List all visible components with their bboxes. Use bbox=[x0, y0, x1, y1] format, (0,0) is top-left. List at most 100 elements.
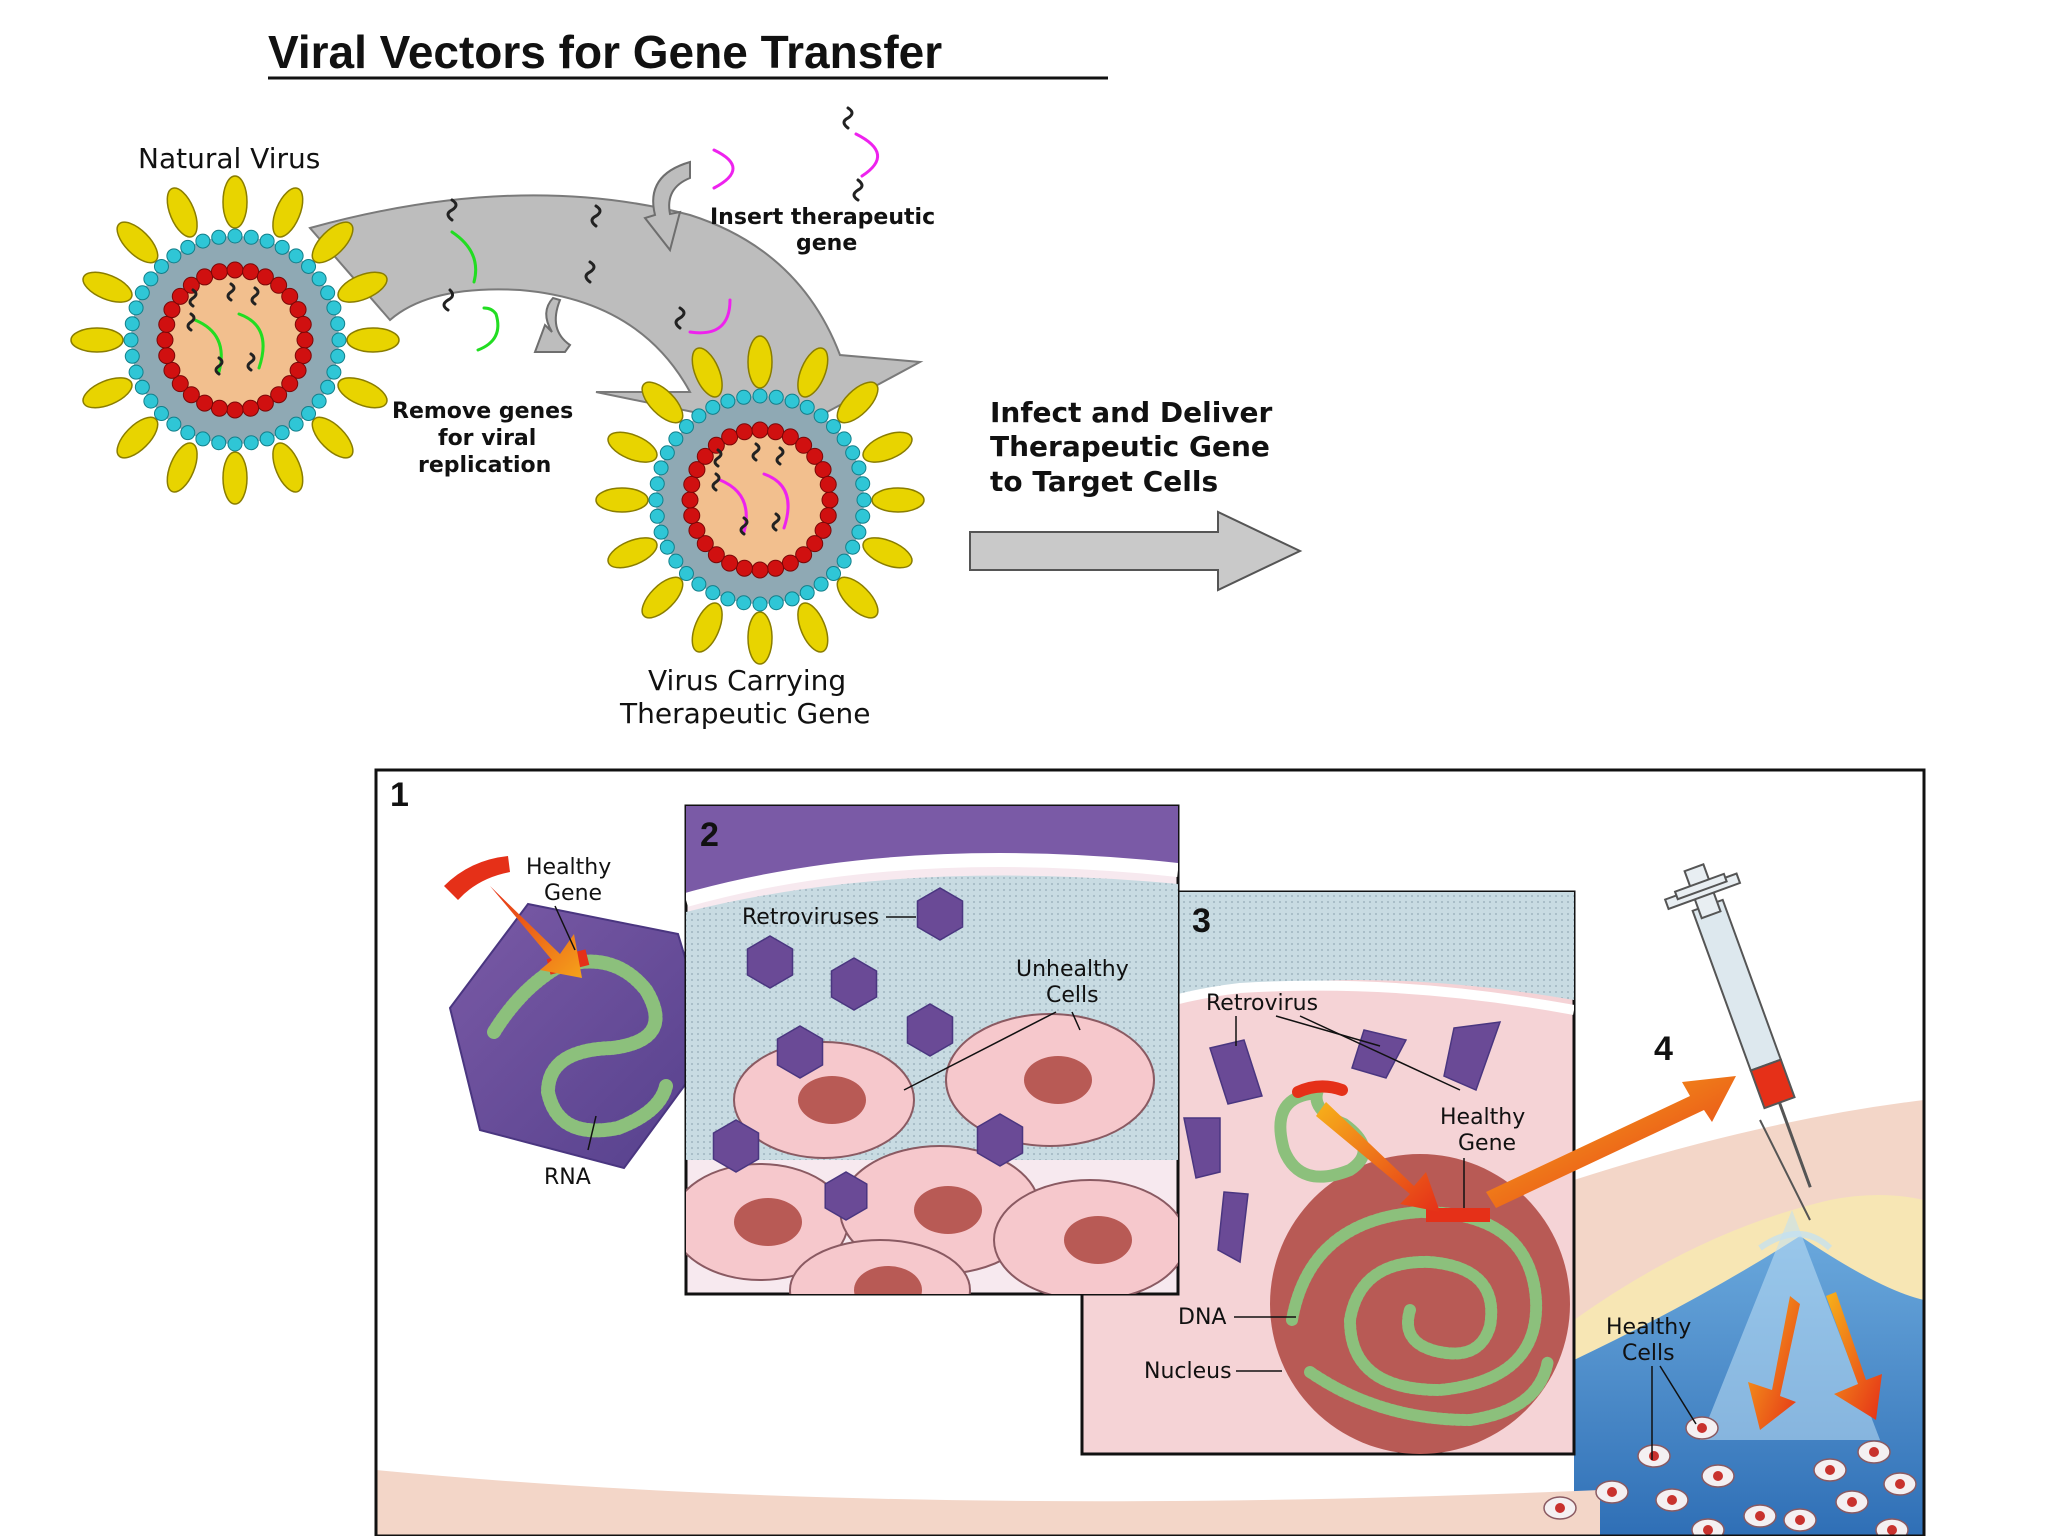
spike-icon bbox=[82, 377, 133, 409]
inject-arrow-left-icon bbox=[1748, 1296, 1800, 1430]
envelope-bead bbox=[705, 585, 721, 601]
retrovirus-icon bbox=[712, 1119, 760, 1173]
envelope-bead bbox=[128, 364, 144, 380]
viral-gene-icon bbox=[762, 472, 790, 530]
envelope-bead bbox=[826, 418, 842, 434]
envelope-bead bbox=[736, 389, 752, 405]
envelope-bead bbox=[678, 418, 694, 434]
gene-therapy-illustration bbox=[376, 770, 1924, 1536]
cell-nucleus bbox=[914, 1186, 982, 1234]
envelope-bead bbox=[259, 233, 275, 249]
capsid-bead bbox=[163, 301, 181, 319]
envelope-bead bbox=[124, 316, 140, 332]
envelope-bead bbox=[143, 393, 159, 409]
infect-deliver-label-3: to Target Cells bbox=[990, 465, 1218, 498]
envelope-bead bbox=[123, 332, 139, 348]
cell-nucleus bbox=[1795, 1515, 1805, 1525]
capsid-bead bbox=[296, 331, 314, 349]
retrovirus-label: Retrovirus bbox=[1206, 991, 1318, 1016]
cell-nucleus bbox=[1847, 1497, 1857, 1507]
remove-genes-label-2: for viral bbox=[438, 426, 536, 451]
capsid-bead bbox=[681, 491, 699, 509]
envelope-bead bbox=[691, 576, 707, 592]
cell-nucleus bbox=[1755, 1511, 1765, 1521]
capsid-bead bbox=[751, 421, 769, 439]
spike-icon bbox=[337, 271, 388, 303]
cell-nucleus bbox=[1607, 1487, 1617, 1497]
spike-icon bbox=[116, 416, 159, 459]
envelope-bead bbox=[331, 332, 347, 348]
gene-fragment-icon bbox=[250, 286, 260, 306]
envelope-bead bbox=[195, 233, 211, 249]
envelope-bead bbox=[653, 460, 669, 476]
panel-1-frame bbox=[374, 768, 1926, 1536]
envelope-bead bbox=[720, 393, 736, 409]
panel-2-number: 2 bbox=[700, 816, 719, 854]
envelope-bead bbox=[649, 476, 665, 492]
cell-nucleus bbox=[1825, 1465, 1835, 1475]
envelope-bead bbox=[659, 539, 675, 555]
spike-icon bbox=[346, 327, 400, 353]
gene-fragment-icon bbox=[186, 312, 196, 332]
capsid-bead bbox=[242, 399, 260, 417]
therapeutic-gene-icon bbox=[688, 298, 732, 335]
envelope-bead bbox=[845, 445, 861, 461]
envelope-bead bbox=[836, 431, 852, 447]
envelope-bead bbox=[211, 229, 227, 245]
envelope-bead bbox=[326, 300, 342, 316]
cell-nucleus bbox=[798, 1076, 866, 1124]
envelope-bead bbox=[134, 379, 150, 395]
viral-core bbox=[690, 430, 830, 570]
healthy-cells-label: Healthy bbox=[1606, 1315, 1691, 1340]
retrovirus-icon bbox=[830, 957, 878, 1011]
envelope-bead bbox=[653, 524, 669, 540]
panel-2 bbox=[684, 804, 1180, 1296]
capsid-bead bbox=[281, 375, 299, 393]
envelope-bead bbox=[784, 591, 800, 607]
capsid-bead bbox=[806, 447, 824, 465]
cell-nucleus bbox=[1024, 1056, 1092, 1104]
envelope-bead bbox=[855, 476, 871, 492]
spike-icon bbox=[691, 347, 723, 398]
envelope-bead bbox=[784, 393, 800, 409]
insert-arrow-icon bbox=[643, 160, 691, 253]
envelope-bead bbox=[836, 553, 852, 569]
envelope-bead bbox=[736, 595, 752, 611]
capsid-bead bbox=[781, 554, 799, 572]
gene-fragment-icon bbox=[590, 204, 602, 228]
gene-fragment-icon bbox=[842, 106, 854, 130]
gene-fragment-icon bbox=[711, 472, 721, 492]
page-title: Viral Vectors for Gene Transfer bbox=[268, 26, 942, 78]
capsid-bead bbox=[226, 261, 244, 279]
envelope-bead bbox=[856, 492, 872, 508]
cell-nucleus bbox=[1703, 1525, 1713, 1535]
cell-nucleus bbox=[1555, 1503, 1565, 1513]
capsid-bead bbox=[735, 559, 753, 577]
capsid-bead bbox=[158, 347, 176, 365]
capsid-bead bbox=[721, 428, 739, 446]
healthy-gene-in-dna bbox=[1426, 1208, 1490, 1222]
capsid-bead bbox=[781, 428, 799, 446]
remove-genes-label: Remove genes bbox=[392, 399, 573, 424]
cell-nucleus bbox=[1869, 1447, 1879, 1457]
spike-icon bbox=[337, 377, 388, 409]
spike-icon bbox=[607, 537, 658, 569]
spike-icon bbox=[797, 602, 829, 653]
insert-arrow-orange-icon bbox=[1316, 1102, 1440, 1212]
envelope-bead bbox=[320, 379, 336, 395]
spike-icon bbox=[797, 347, 829, 398]
deliver-arrow-icon bbox=[969, 510, 1303, 592]
capsid-bead bbox=[256, 268, 274, 286]
unhealthy-cells-label: Unhealthy bbox=[1016, 957, 1129, 982]
envelope-bead bbox=[288, 248, 304, 264]
capsid-bead bbox=[821, 491, 839, 509]
spike-icon bbox=[595, 487, 649, 513]
infect-deliver-label-2: Therapeutic Gene bbox=[990, 430, 1270, 463]
envelope-bead bbox=[813, 576, 829, 592]
envelope-bead bbox=[274, 239, 290, 255]
envelope-bead bbox=[243, 229, 259, 245]
gene-fragment-icon bbox=[446, 198, 458, 222]
capsid-bead bbox=[270, 386, 288, 404]
retrovirus-icon bbox=[976, 1113, 1024, 1167]
dna-label: DNA bbox=[1178, 1305, 1226, 1330]
